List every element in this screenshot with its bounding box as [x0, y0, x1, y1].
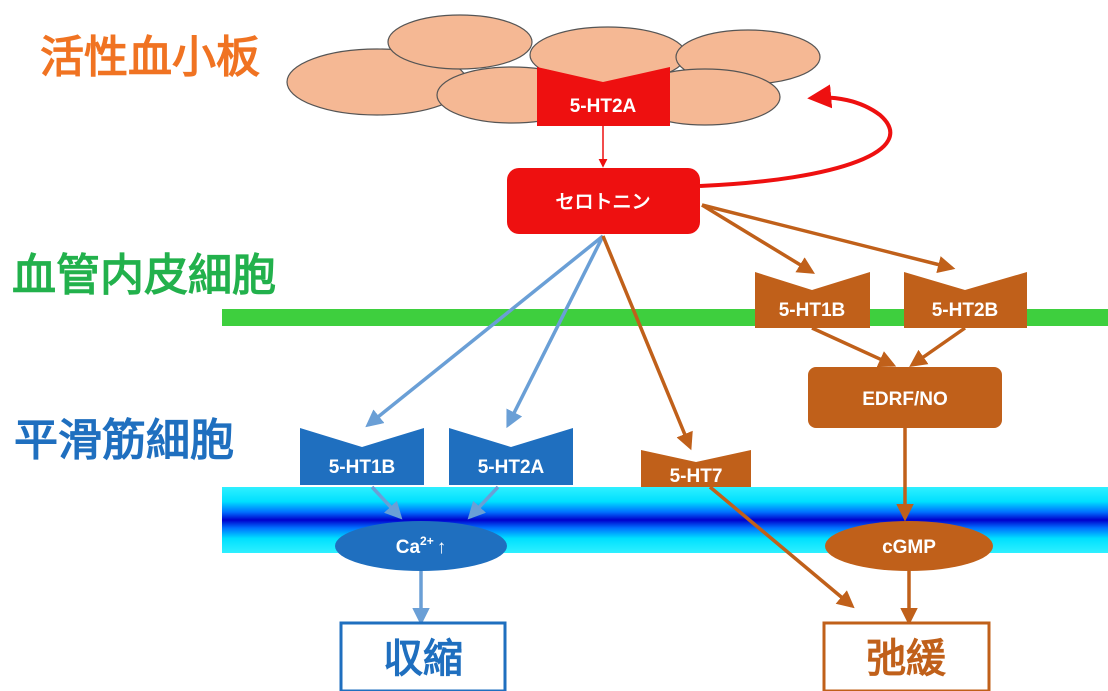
smc-ht7-receptor: 5-HT7 [641, 450, 751, 487]
section-label-smooth-muscle: 平滑筋細胞 [14, 415, 234, 466]
arrow-ht1b-to-edrf [811, 326, 897, 368]
arrow-to-smc-ht2a [506, 235, 605, 429]
arrow-ht7-to-relaxation [708, 485, 855, 609]
platelet-ht2a-receptor: 5-HT2A [537, 67, 670, 126]
endo-ht1b-receptor: 5-HT1B [755, 272, 870, 328]
receptor-label: 5-HT1B [329, 457, 396, 478]
receptor-label: 5-HT1B [779, 300, 846, 321]
section-label-platelet: 活性血小板 [40, 32, 260, 83]
arrow-ht1b-to-ca [370, 485, 403, 520]
endo-ht2b-receptor: 5-HT2B [904, 272, 1027, 328]
receptor-label: 5-HT2B [932, 300, 999, 321]
calcium-label: Ca2+↑ [396, 534, 446, 558]
serotonin-box: セロトニン [507, 168, 700, 234]
contraction-label: 収縮 [383, 636, 463, 682]
arrow-ht2b-to-edrf [909, 326, 967, 368]
relaxation-box: 弛緩 [822, 621, 991, 691]
platelet-shape [387, 14, 533, 70]
arrow-feedback-to-platelet [699, 84, 893, 188]
arrow-to-smc-ht1b [365, 234, 605, 428]
section-label-endothelium: 血管内皮細胞 [12, 250, 276, 301]
arrow-to-smc-ht7 [601, 235, 693, 451]
receptor-label: 5-HT7 [670, 466, 723, 487]
cgmp-label: cGMP [882, 537, 936, 558]
arrow-to-endo-ht2b [701, 203, 956, 274]
smc-ht1b-receptor: 5-HT1B [300, 428, 424, 485]
endothelium-membrane [222, 309, 1108, 326]
arrow-ht2a-to-ca [467, 485, 500, 520]
receptor-label: 5-HT2A [478, 457, 545, 478]
smc-ht2a-receptor: 5-HT2A [449, 428, 573, 485]
calcium-ellipse: Ca2+↑ [335, 521, 507, 571]
cgmp-ellipse: cGMP [825, 521, 993, 571]
edrf-no-box: EDRF/NO [808, 367, 1002, 428]
relaxation-label: 弛緩 [866, 636, 947, 682]
receptor-label: 5-HT2A [570, 96, 637, 117]
edrf-label: EDRF/NO [862, 389, 948, 410]
arrow-to-endo-ht1b [701, 203, 815, 274]
serotonin-label: セロトニン [555, 191, 650, 213]
contraction-box: 収縮 [339, 621, 507, 691]
